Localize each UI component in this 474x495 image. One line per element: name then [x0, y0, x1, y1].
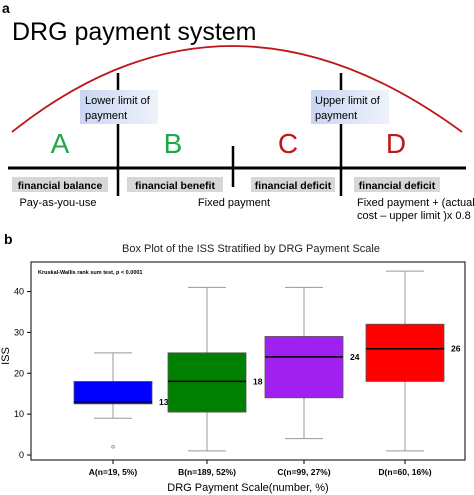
segment-label-d: financial deficit	[359, 180, 436, 192]
segment-letter-c: C	[278, 128, 298, 159]
segment-label-b: financial benefit	[135, 180, 215, 192]
lower-limit-label-line2: payment	[85, 110, 127, 122]
segment-letter-a: A	[51, 128, 70, 159]
box-body	[264, 336, 344, 399]
upper-limit-box	[311, 90, 389, 124]
y-tick-label: 40	[14, 287, 24, 297]
x-tick-label: C(n=99, 27%)	[277, 467, 330, 477]
segment-box-d	[354, 177, 440, 192]
box-median-label: 13	[159, 397, 169, 407]
panel-b: b Box Plot of the ISS Stratified by DRG …	[0, 231, 466, 494]
y-axis-label: ISS	[0, 347, 12, 365]
y-tick-label: 30	[14, 327, 24, 337]
box-body	[167, 352, 247, 413]
box-body	[73, 381, 153, 405]
box-body	[365, 323, 445, 382]
chart-title: Box Plot of the ISS Stratified by DRG Pa…	[122, 243, 380, 255]
y-tick-label: 20	[14, 368, 24, 378]
box-plot-series: 13 18 24 26	[73, 270, 461, 452]
segment-label-c: financial deficit	[255, 180, 332, 192]
segment-box-b	[127, 177, 223, 192]
x-axis: A(n=19, 5%) B(n=189, 52%) C(n=99, 27%) D(n=…	[89, 460, 432, 477]
box-outlier-point	[111, 445, 115, 449]
lower-limit-box	[80, 90, 158, 124]
box-median-label: 18	[253, 376, 263, 386]
x-tick-label: B(n=189, 52%)	[178, 467, 236, 477]
stat-annotation: Kruskal-Wallis rank sum test, p < 0.0001	[38, 270, 143, 276]
box-median-label: 24	[350, 352, 360, 362]
plot-frame	[30, 261, 466, 461]
segment-box-a	[12, 177, 108, 192]
y-axis: 0 10 20 30 40	[14, 287, 31, 460]
upper-limit-label-line2: payment	[315, 110, 357, 122]
x-tick-label: A(n=19, 5%)	[89, 467, 138, 477]
y-tick-label: 0	[19, 450, 24, 460]
panel-a-title: DRG payment system	[12, 18, 257, 46]
segment-desc-d-line1: Fixed payment + (actual	[357, 197, 474, 209]
segment-box-c	[251, 177, 335, 192]
segment-letter-b: B	[164, 128, 183, 159]
segment-letter-d: D	[386, 128, 406, 159]
panel-a: a DRG payment system Lower limit of paym…	[2, 0, 474, 222]
upper-limit-label-line1: Upper limit of	[315, 95, 381, 107]
box-median-label: 26	[451, 344, 461, 354]
segment-label-a: financial balance	[18, 180, 103, 192]
panel-b-letter: b	[4, 231, 13, 247]
segment-desc-a: Pay-as-you-use	[19, 197, 96, 209]
segment-desc-d-line2: cost – upper limit )x 0.8	[357, 210, 471, 222]
lower-limit-label-line1: Lower limit of	[85, 95, 151, 107]
x-tick-label: D(n=60, 16%)	[378, 467, 431, 477]
x-axis-label: DRG Payment Scale(number, %)	[167, 482, 328, 494]
payment-curve	[11, 45, 463, 133]
fixed-payment-label: Fixed payment	[198, 197, 270, 209]
panel-a-letter: a	[2, 0, 10, 16]
y-tick-label: 10	[14, 409, 24, 419]
